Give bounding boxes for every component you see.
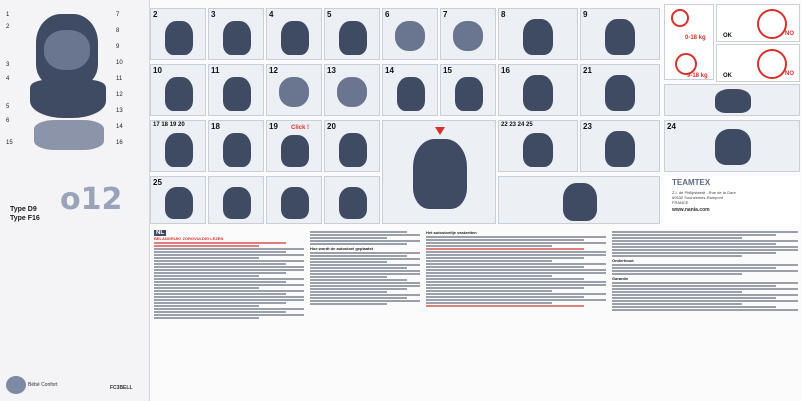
cover-column: 1 2 3 4 5 6 7 8 9 10 11 12 13 14 15 16 T…	[0, 0, 150, 401]
panel-19: 19 Click !	[266, 120, 322, 172]
callout-10: 10	[116, 60, 123, 66]
ok-label-2: OK	[723, 73, 732, 79]
panel-18: 18	[208, 120, 264, 172]
heading-install: Hoe wordt de autostoel geplaatst	[310, 246, 373, 252]
contact-line-2: 69530 Souhesmes-Rampont	[672, 195, 723, 200]
text-column-2: Hoe wordt de autostoel geplaatst	[310, 230, 420, 398]
panel-29	[498, 176, 660, 224]
callout-9: 9	[116, 44, 120, 50]
panel-14: 14	[382, 64, 438, 116]
ok-label-1: OK	[723, 33, 732, 39]
panel-27	[266, 176, 322, 224]
model-line-1: Type D9	[10, 206, 37, 213]
text-column-1: NL BELANGRIJK! ZORGVULDIG LEZEN	[154, 230, 304, 398]
no-entry-icon	[757, 9, 787, 39]
panel-22-label: 22 23 24 25	[501, 122, 533, 128]
contact-line-3: FRANCE	[672, 200, 689, 205]
panel-3: 3	[208, 8, 264, 60]
panel-13: 13	[324, 64, 380, 116]
callout-16: 16	[116, 140, 123, 146]
panel-25: 25	[150, 176, 206, 224]
weight-2-icon	[675, 53, 697, 75]
panel-8: 8	[498, 8, 578, 60]
panel-17-label: 17 18 19 20	[153, 122, 185, 128]
panel-26	[208, 176, 264, 224]
baby-in-arms-icon	[671, 9, 689, 27]
panel-23: 23	[580, 120, 660, 172]
seat-base-shape	[30, 80, 106, 118]
seat-pad-shape	[44, 30, 90, 70]
contact-url: www.nania.com	[672, 207, 710, 213]
panel-15: 15	[440, 64, 496, 116]
callout-12: 12	[116, 92, 123, 98]
panel-12: 12	[266, 64, 322, 116]
brand-bottom-left: Bébé Confort	[28, 382, 58, 388]
seat-shell-shape	[34, 120, 104, 150]
panel-5: 5	[324, 8, 380, 60]
contact-brand: TEAMTEX	[672, 178, 711, 187]
panel-2: 2	[150, 8, 206, 60]
weight-label-1: 0-18 kg	[685, 35, 706, 41]
callout-8: 8	[116, 28, 120, 34]
heading-important: BELANGRIJK! ZORGVULDIG LEZEN	[154, 236, 224, 241]
panel-6: 6	[382, 8, 438, 60]
product-logo: o12	[60, 182, 123, 217]
baby-logo-icon	[6, 376, 26, 394]
text-column-3: Het autostoeltje vastzetten	[426, 230, 606, 398]
callout-5: 5	[6, 104, 10, 110]
panel-20: 20	[324, 120, 380, 172]
panel-no-airbag: NO OK	[716, 4, 800, 42]
callout-13: 13	[116, 108, 123, 114]
callout-4: 4	[6, 76, 10, 82]
panel-24: 24	[664, 120, 800, 172]
panel-weight-rear: 0-18 kg 9-18 kg	[664, 4, 714, 80]
callout-2: 2	[6, 24, 10, 30]
callout-1: 1	[6, 12, 10, 18]
panel-28	[324, 176, 380, 224]
click-label: Click !	[291, 125, 310, 131]
weight-label-2: 9-18 kg	[687, 73, 708, 79]
heading-warranty: Garantie	[612, 276, 629, 282]
panel-4: 4	[266, 8, 322, 60]
panel-lock	[664, 84, 800, 116]
callout-14: 14	[116, 124, 123, 130]
panel-22: 22 23 24 25	[498, 120, 578, 172]
heading-maintenance: Onderhoud	[612, 258, 634, 264]
contact-line-1: Z.I. de Philipstaedt - Rue de la Gare	[672, 190, 736, 195]
callout-7: 7	[116, 12, 120, 18]
panel-17: 17 18 19 20	[150, 120, 206, 172]
text-column-4: Onderhoud Garantie	[612, 230, 798, 398]
language-tag: NL	[154, 230, 166, 236]
callout-11: 11	[116, 76, 123, 82]
panel-11: 11	[208, 64, 264, 116]
contact-block: TEAMTEX Z.I. de Philipstaedt - Rue de la…	[664, 176, 800, 226]
no-label-2: NO	[785, 71, 794, 77]
panel-16: 16	[498, 64, 578, 116]
panel-21: 21	[580, 64, 660, 116]
panel-10: 10	[150, 64, 206, 116]
heading-fastening: Het autostoeltje vastzetten	[426, 230, 477, 235]
callout-15: 15	[6, 140, 13, 146]
brand-bottom-right: FC3BELL	[110, 385, 133, 391]
panel-7: 7	[440, 8, 496, 60]
illustration-grid: 2 3 4 5 6 7 8 9 0-18 kg 9-18 kg NO OK NO…	[150, 0, 802, 228]
panel-install-large	[382, 120, 496, 224]
panel-9: 9	[580, 8, 660, 60]
callout-3: 3	[6, 62, 10, 68]
no-label-1: NO	[785, 31, 794, 37]
callout-6: 6	[6, 118, 10, 124]
seat-diagram: 1 2 3 4 5 6 7 8 9 10 11 12 13 14 15 16	[6, 8, 134, 158]
model-line-2: Type F16	[10, 215, 40, 222]
panel-no-sidefacing: NO OK	[716, 44, 800, 82]
no-entry-icon-2	[757, 49, 787, 79]
